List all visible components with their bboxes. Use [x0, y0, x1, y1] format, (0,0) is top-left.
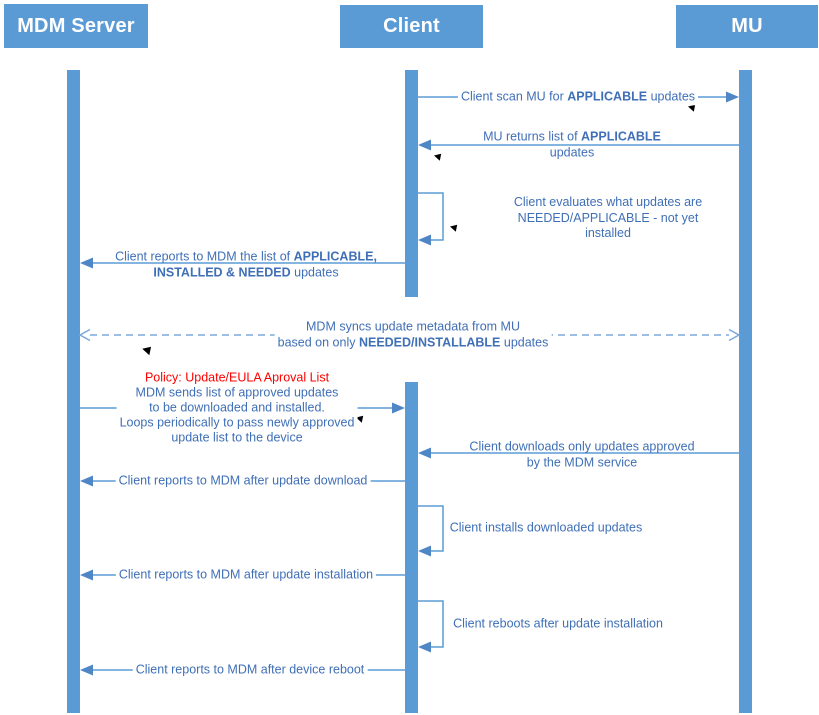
actor-mdm-server: MDM Server [4, 4, 148, 48]
message-install-self-arrow [418, 505, 444, 557]
loop-icon [142, 316, 183, 356]
message-label-report-install: Client reports to MDM after update insta… [115, 567, 377, 583]
message-label-mu-returns: MU returns list of APPLICABLE updates [483, 129, 661, 160]
message-evaluate-self-arrow [418, 192, 444, 246]
message-label-install: Client installs downloaded updates [449, 520, 643, 535]
message-label-sync: MDM syncs update metadata from MU based … [274, 319, 552, 351]
message-label-scan: Client scan MU for APPLICABLE updates [457, 89, 699, 105]
lifeline-mdm-server [67, 70, 80, 713]
lifeline-client-upper [405, 70, 418, 297]
actor-mu: MU [676, 5, 818, 48]
actor-client: Client [340, 5, 483, 48]
lifeline-mu [739, 70, 752, 713]
message-label-reboot: Client reboots after update installation [453, 616, 663, 631]
message-sync-arrow [78, 328, 741, 342]
message-label-report-list: Client reports to MDM the list of APPLIC… [115, 249, 377, 280]
message-download-arrow [418, 447, 739, 459]
message-reboot-self-arrow [418, 600, 444, 653]
message-label-report-download: Client reports to MDM after update downl… [115, 473, 371, 489]
message-label-download: Client downloads only updates approved b… [469, 439, 695, 470]
message-label-policy: Policy: Update/EULA Aproval List MDM sen… [116, 370, 358, 446]
loop-icon [450, 199, 483, 232]
message-report-list-arrow [80, 257, 405, 269]
loop-icon [356, 390, 389, 423]
lifeline-client-lower [405, 382, 418, 713]
message-label-evaluate: Client evaluates what updates are NEEDED… [513, 194, 703, 240]
message-label-report-reboot: Client reports to MDM after device reboo… [132, 662, 368, 678]
message-mu-returns-arrow [418, 139, 739, 151]
